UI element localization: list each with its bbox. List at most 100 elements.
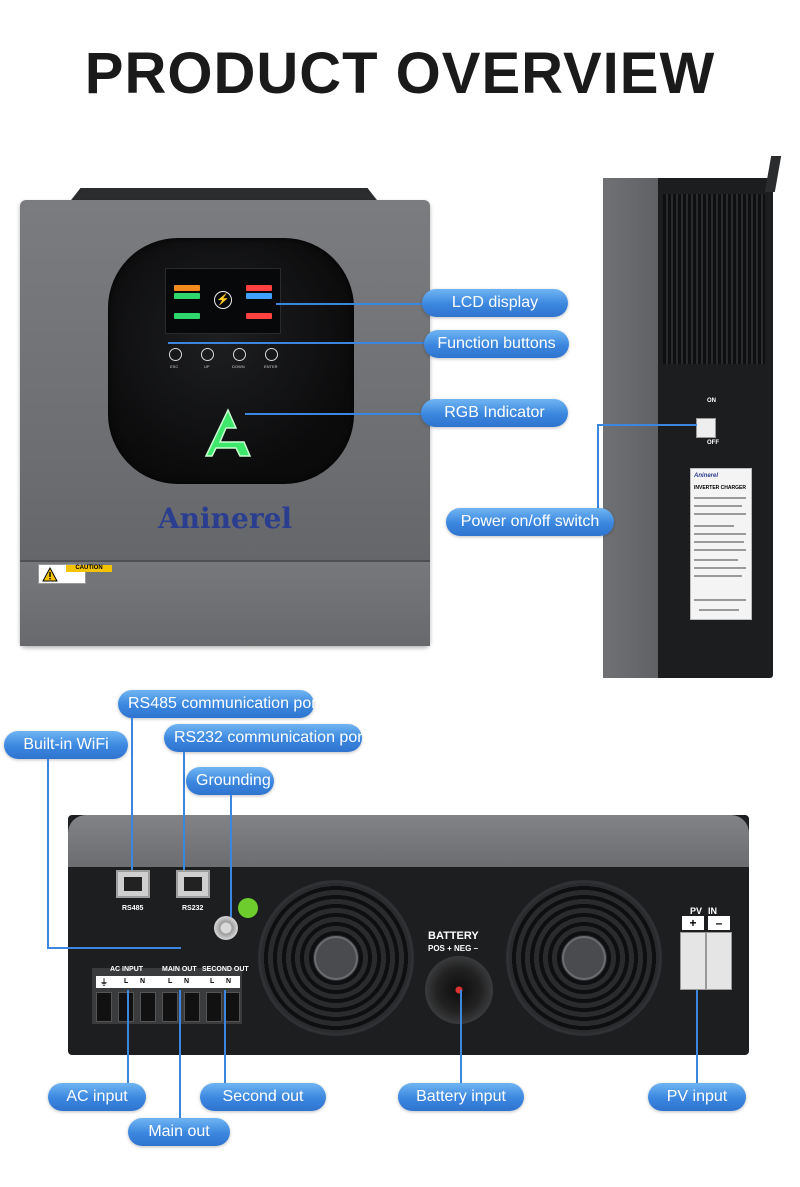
up-button-label: UP — [204, 364, 210, 369]
spec-text-line — [694, 525, 734, 527]
side-vent — [663, 194, 765, 364]
terminal-l-label: L — [210, 978, 215, 985]
terminal-screw[interactable] — [118, 992, 134, 1022]
cooling-fan-left — [258, 880, 414, 1036]
page-title: PRODUCT OVERVIEW — [84, 41, 716, 106]
rs485-port-socket — [124, 877, 142, 891]
terminal-l-label: L — [124, 978, 129, 985]
pv-in-label: IN — [708, 906, 717, 916]
battery-polarity-label: POS + NEG – — [428, 944, 479, 953]
pv-plus-sign: + — [682, 916, 704, 930]
callout-line — [597, 424, 599, 508]
callout-line — [597, 424, 697, 426]
terminal-screw[interactable] — [162, 992, 178, 1022]
rs485-port[interactable] — [116, 870, 150, 898]
grounding-callout: Grounding — [186, 767, 274, 795]
callout-line — [245, 413, 421, 415]
rs485-port-label: RS485 — [122, 905, 144, 912]
spec-label: Aninerel INVERTER CHARGER — [690, 468, 752, 620]
callout-line — [131, 718, 133, 870]
callout-line — [276, 303, 422, 305]
main-out-label: MAIN OUT — [162, 966, 197, 973]
warning-icon — [42, 567, 58, 582]
function-buttons-callout: Function buttons — [424, 330, 569, 358]
esc-button[interactable] — [169, 348, 182, 361]
callout-line — [168, 342, 424, 344]
spec-text-line — [694, 533, 746, 535]
builtin-wifi-callout: Built-in WiFi — [4, 731, 128, 759]
terminal-l-label: L — [168, 978, 173, 985]
esc-button-label: ESC — [170, 364, 179, 369]
lcd-segment — [174, 293, 200, 299]
cooling-fan-right — [506, 880, 662, 1036]
lcd-segment — [246, 313, 272, 319]
terminal-screw[interactable] — [224, 992, 240, 1022]
callout-line — [224, 990, 226, 1084]
lcd-segment — [246, 285, 272, 291]
power-switch[interactable] — [696, 418, 716, 438]
pv-negative-terminal[interactable] — [706, 932, 732, 990]
inverter-side-panel — [603, 178, 658, 678]
brand-logo: Aninerel — [157, 502, 293, 535]
second-out-callout: Second out — [200, 1083, 326, 1111]
spec-text-line — [694, 575, 742, 577]
terminal-n-label: N — [140, 978, 146, 985]
enter-button-label: ENTER — [264, 364, 278, 369]
down-button-label: DOWN — [232, 364, 245, 369]
spec-label-title: INVERTER CHARGER — [694, 485, 746, 491]
spec-text-line — [694, 559, 738, 561]
power-switch-callout: Power on/off switch — [446, 508, 614, 536]
pv-input-callout: PV input — [648, 1083, 746, 1111]
terminal-n-label: N — [184, 978, 190, 985]
enter-button[interactable] — [265, 348, 278, 361]
battery-input-callout: Battery input — [398, 1083, 524, 1111]
lcd-segment — [246, 293, 272, 299]
callout-line — [179, 990, 181, 1119]
callout-line — [47, 947, 181, 949]
callout-line — [127, 990, 129, 1084]
rs232-callout: RS232 communication port — [164, 724, 367, 752]
spec-text-line — [694, 541, 744, 543]
pv-positive-terminal[interactable] — [680, 932, 706, 990]
fan-hub — [562, 936, 606, 980]
spec-text-line — [699, 609, 739, 611]
rs232-port-socket — [184, 877, 202, 891]
spec-text-line — [694, 599, 746, 601]
battery-cable-gland[interactable] — [425, 956, 493, 1024]
up-button[interactable] — [201, 348, 214, 361]
rs485-callout: RS485 communication port — [118, 690, 321, 718]
second-out-label: SECOND OUT — [202, 966, 249, 973]
lcd-display-callout: LCD display — [422, 289, 568, 317]
spec-text-line — [694, 549, 746, 551]
switch-on-label: ON — [707, 398, 716, 404]
terminal-screw[interactable] — [96, 992, 112, 1022]
ground-symbol: ⏚ — [100, 978, 108, 987]
terminal-screw[interactable] — [184, 992, 200, 1022]
terminal-n-label: N — [226, 978, 232, 985]
lightning-icon: ⚡ — [214, 291, 232, 309]
spec-label-brand: Aninerel — [694, 473, 719, 479]
grounding-screw[interactable] — [214, 916, 238, 940]
spec-text-line — [694, 497, 746, 499]
main-out-callout: Main out — [128, 1118, 230, 1146]
lcd-segment — [174, 285, 200, 291]
switch-off-label: OFF — [707, 440, 719, 446]
terminal-screw[interactable] — [206, 992, 222, 1022]
spec-text-line — [694, 505, 742, 507]
rgb-indicator-icon — [204, 408, 252, 457]
rgb-indicator-callout: RGB Indicator — [421, 399, 568, 427]
terminal-screw[interactable] — [140, 992, 156, 1022]
rs232-port-label: RS232 — [182, 905, 204, 912]
mounting-bracket-side — [764, 156, 782, 192]
ac-input-callout: AC input — [48, 1083, 146, 1111]
terminal-label-strip: ⏚ L N L N L N — [96, 976, 240, 988]
inverter-rear-top — [68, 815, 749, 867]
pv-minus-sign: – — [708, 916, 730, 930]
fan-hub — [314, 936, 358, 980]
rs232-port[interactable] — [176, 870, 210, 898]
callout-line — [47, 759, 49, 949]
down-button[interactable] — [233, 348, 246, 361]
ac-input-label: AC INPUT — [110, 966, 144, 973]
spec-text-line — [694, 513, 746, 515]
callout-line — [183, 752, 185, 870]
